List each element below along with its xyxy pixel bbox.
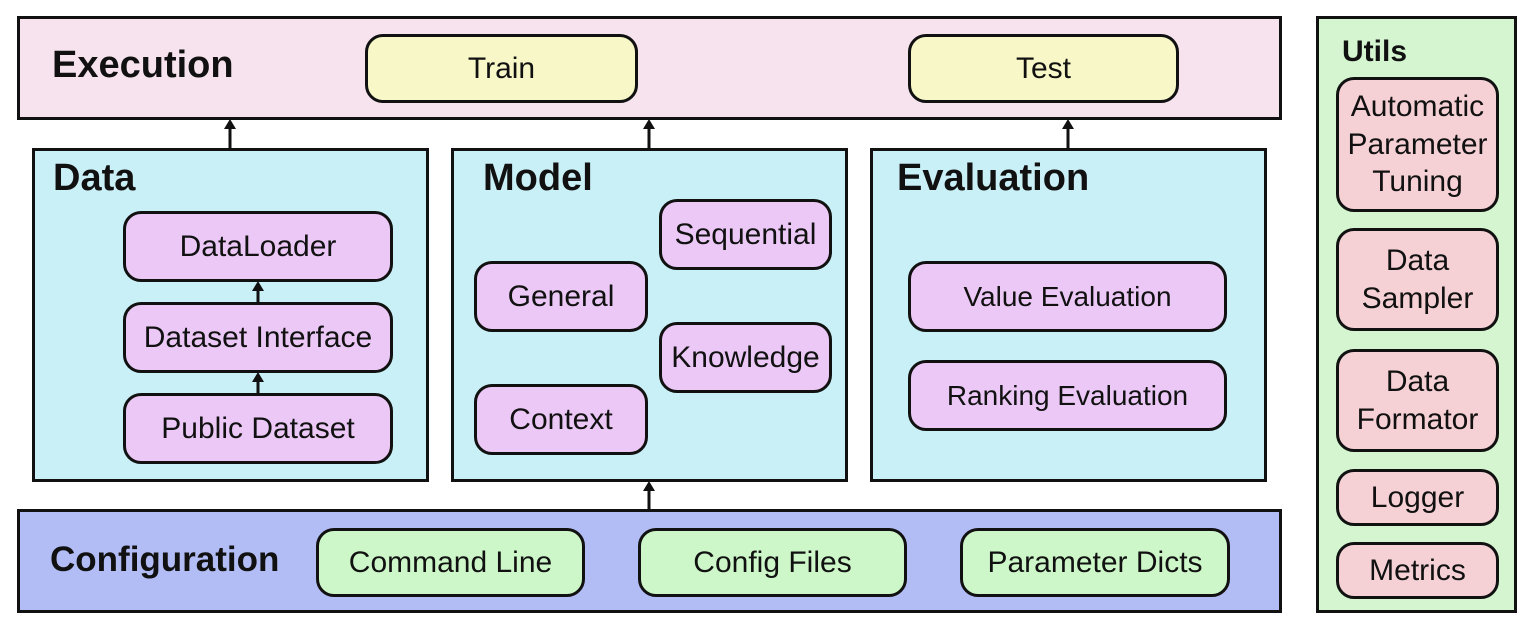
automatic-parameter-tuning-box: Automatic Parameter Tuning <box>1336 77 1499 212</box>
metrics-box: Metrics <box>1336 542 1499 599</box>
config-files-box: Config Files <box>638 528 907 597</box>
train-box: Train <box>365 34 638 103</box>
model-to-execution-arrow <box>643 119 655 149</box>
dataloader-box: DataLoader <box>123 211 393 282</box>
dataset-interface-box: Dataset Interface <box>123 302 393 373</box>
utils-title: Utils <box>1342 35 1408 68</box>
model-title: Model <box>483 157 593 199</box>
evaluation-title: Evaluation <box>897 157 1090 199</box>
public-dataset-box: Public Dataset <box>123 393 393 464</box>
data-title: Data <box>53 157 136 199</box>
data-to-execution-arrow <box>224 119 236 149</box>
command-line-box: Command Line <box>316 528 585 597</box>
knowledge-box: Knowledge <box>659 322 832 393</box>
value-evaluation-box: Value Evaluation <box>908 261 1227 332</box>
configuration-title: Configuration <box>50 540 280 579</box>
logger-box: Logger <box>1336 469 1499 526</box>
parameter-dicts-box: Parameter Dicts <box>960 528 1230 597</box>
sequential-box: Sequential <box>659 199 832 270</box>
test-box: Test <box>908 34 1179 103</box>
data-sampler-box: Data Sampler <box>1336 228 1499 331</box>
general-box: General <box>474 261 648 332</box>
context-box: Context <box>474 384 648 455</box>
public-dataset-to-dataset-interface-arrow <box>252 372 264 394</box>
execution-title: Execution <box>52 44 234 86</box>
ranking-evaluation-box: Ranking Evaluation <box>908 360 1227 431</box>
evaluation-to-execution-arrow <box>1062 119 1074 149</box>
data-formator-box: Data Formator <box>1336 349 1499 452</box>
configuration-to-model-arrow <box>643 481 655 510</box>
dataset-interface-to-dataloader-arrow <box>252 281 264 303</box>
